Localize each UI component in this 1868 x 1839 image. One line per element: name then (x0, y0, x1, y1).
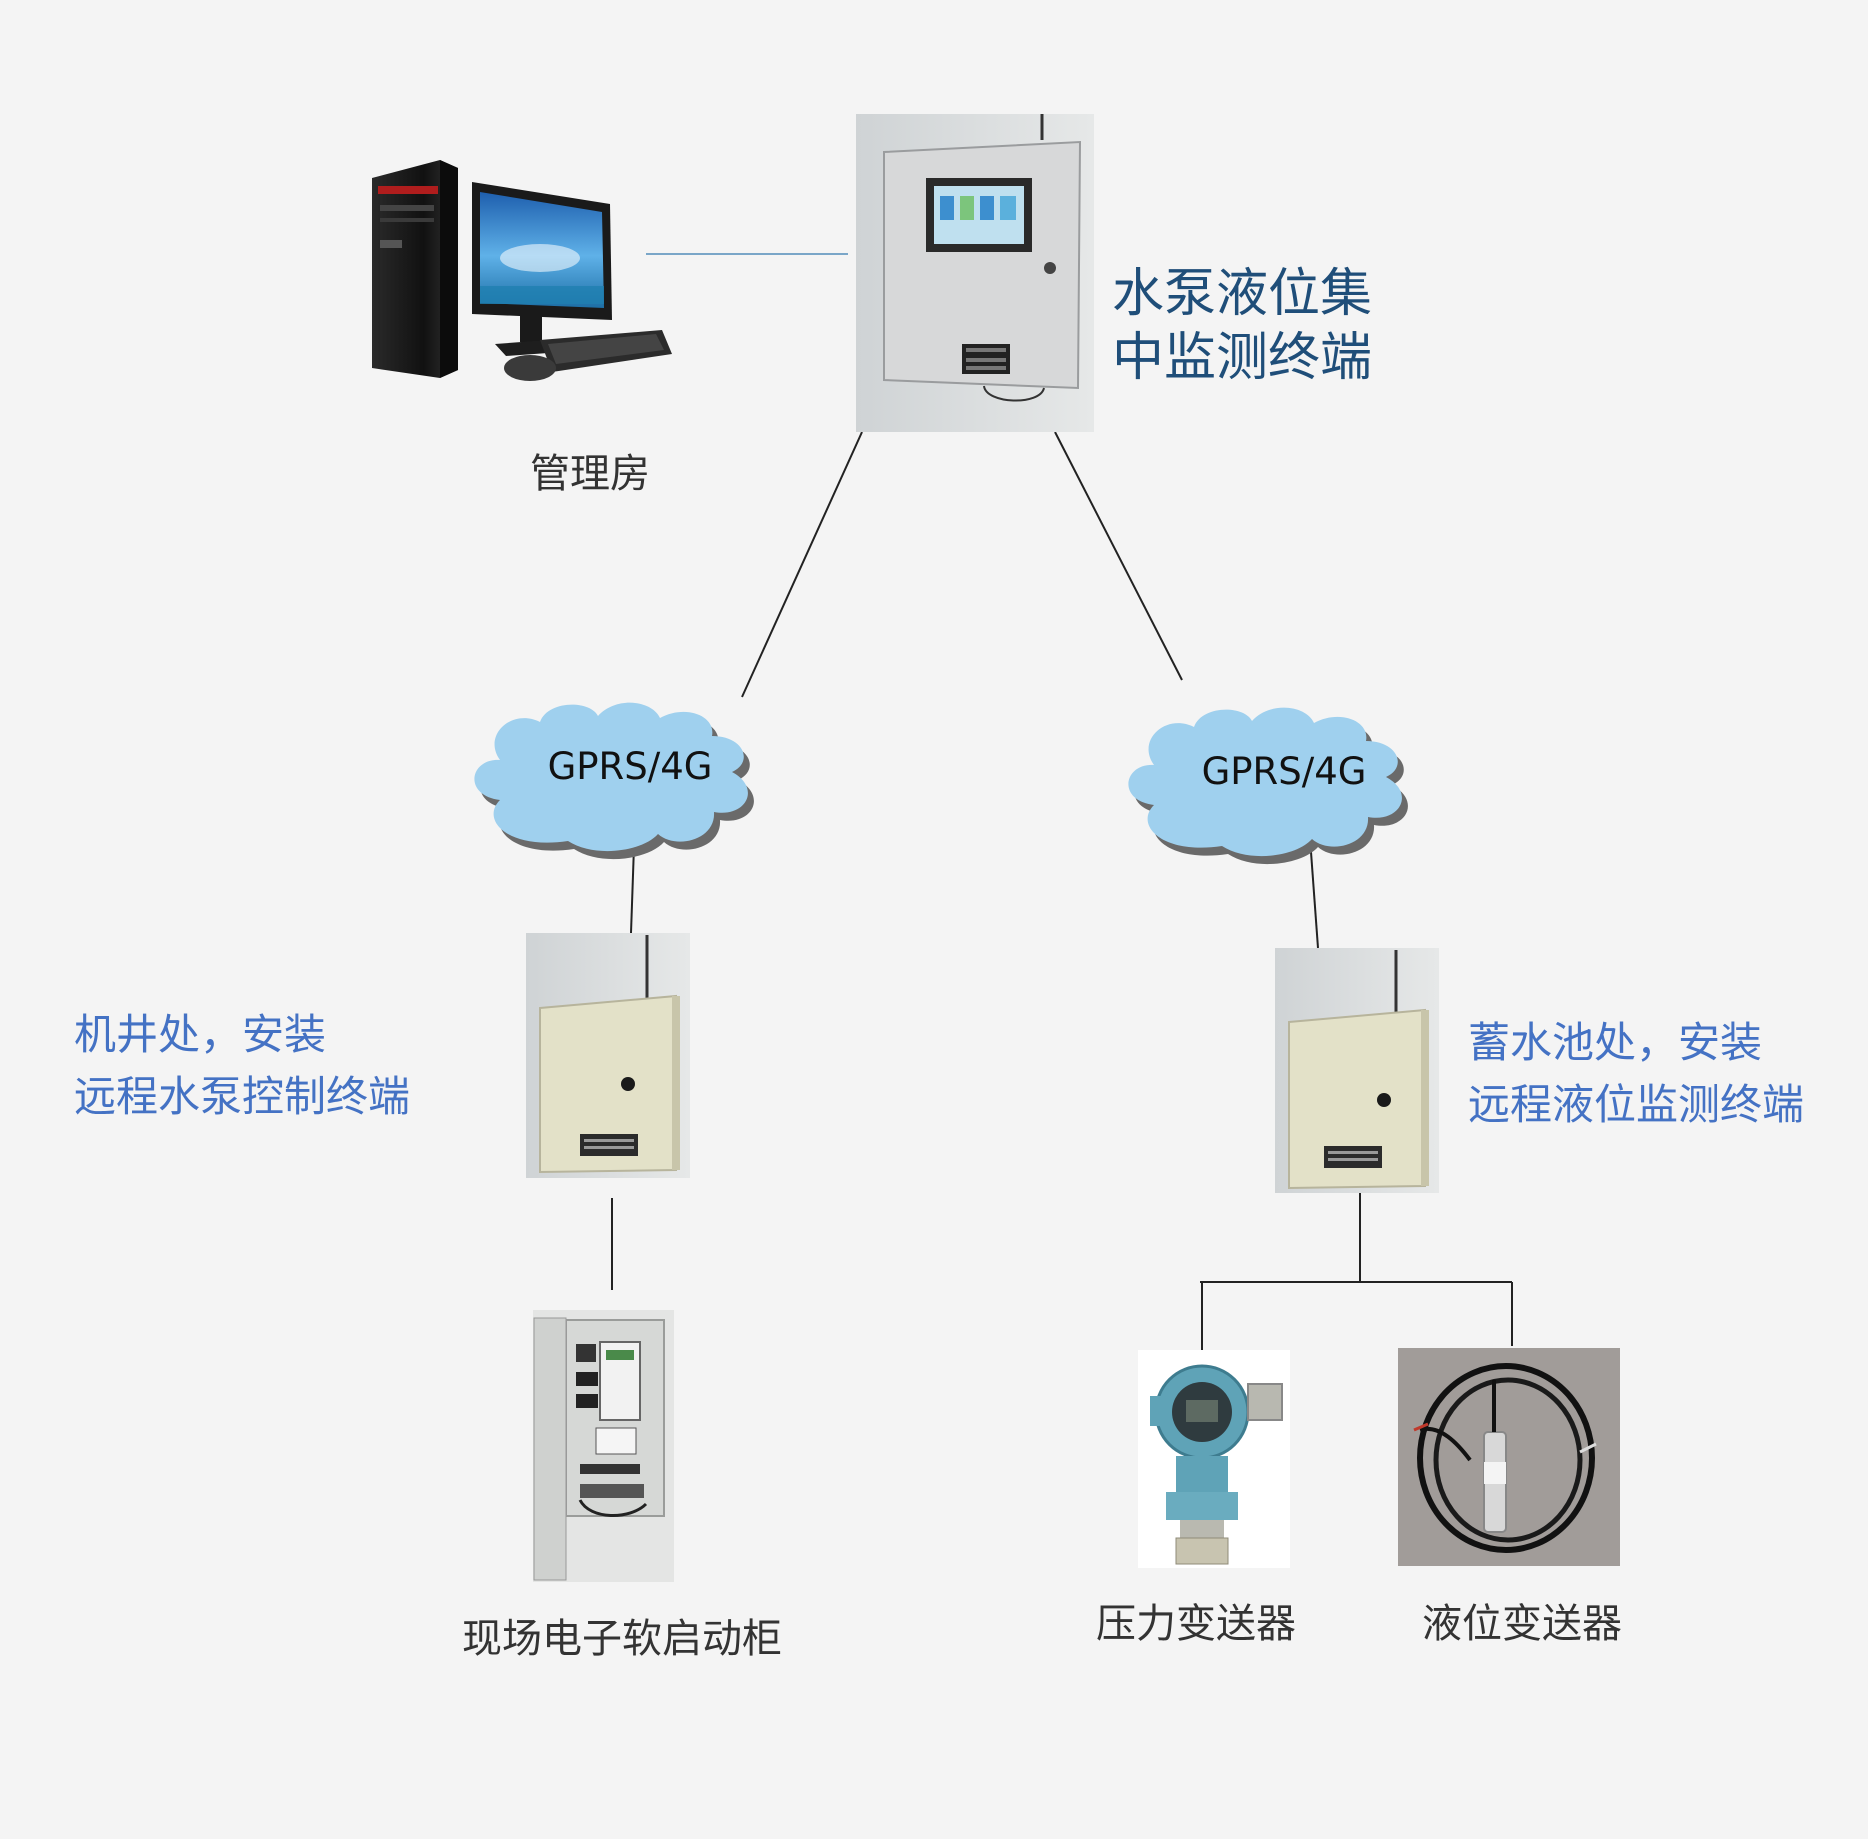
link-left-cloud-terminal (630, 845, 635, 934)
right-cloud-label: GPRS/4G (1201, 750, 1367, 793)
computer-room-label: 管理房 (530, 451, 650, 497)
pump-terminal-label-line2: 远程水泵控制终端 (74, 1072, 411, 1121)
desktop-computer-icon (372, 160, 672, 381)
level-monitor-terminal-photo (1275, 948, 1439, 1193)
pressure-transmitter-label: 压力变送器 (1096, 1601, 1296, 1647)
left-cloud-label: GPRS/4G (547, 745, 713, 788)
central-terminal-photo (856, 114, 1094, 432)
gprs-cloud-right-icon (1128, 707, 1408, 865)
central-terminal-label: 水泵液位集 中监测终端 (1112, 262, 1372, 390)
pump-terminal-label: 机井处，安装 远程水泵控制终端 (74, 1004, 410, 1128)
pump-control-terminal-photo (526, 933, 690, 1178)
level-transmitter-label: 液位变送器 (1422, 1601, 1622, 1647)
level-transmitter-photo (1398, 1348, 1620, 1566)
pressure-transmitter-photo (1138, 1350, 1290, 1568)
pump-terminal-label-line1: 机井处，安装 (74, 1010, 327, 1059)
level-terminal-label-line2: 远程液位监测终端 (1468, 1080, 1805, 1129)
soft-start-cabinet-photo (533, 1310, 674, 1582)
gprs-cloud-left-icon (474, 702, 754, 860)
central-terminal-label-line1: 水泵液位集 (1112, 264, 1373, 324)
level-terminal-label: 蓄水池处，安装 远程液位监测终端 (1468, 1012, 1804, 1136)
connection-lines (611, 253, 1513, 1352)
central-terminal-label-line2: 中监测终端 (1112, 328, 1373, 388)
link-right-cloud-terminal (1310, 851, 1319, 949)
level-terminal-label-line1: 蓄水池处，安装 (1468, 1018, 1763, 1067)
link-central-right-cloud (1054, 431, 1183, 681)
link-central-left-cloud (741, 431, 863, 698)
soft-start-cabinet-label: 现场电子软启动柜 (462, 1616, 782, 1662)
